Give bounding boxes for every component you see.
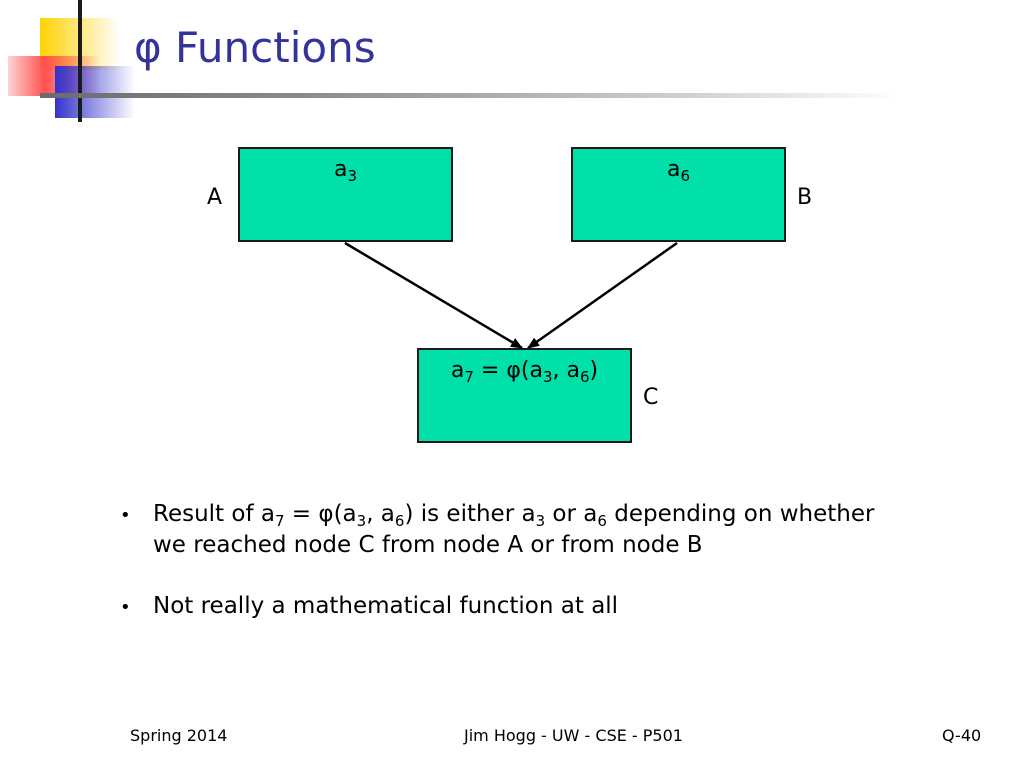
node-a-variable: a3 [333, 157, 358, 185]
footer-author: Jim Hogg - UW - CSE - P501 [464, 726, 683, 745]
node-a-label: A [207, 185, 223, 210]
arrow-a-to-c [344, 241, 523, 350]
bullet-2-text: Not really a mathematical function at al… [153, 593, 619, 619]
bullet-marker: • [120, 505, 131, 526]
node-c-box: a7 = φ(a3, a6) [417, 348, 632, 443]
bullet-marker: • [120, 597, 131, 618]
node-a-box: a3 [238, 147, 453, 242]
slide-title: φ Functions [134, 23, 376, 72]
bullet-1-text: Result of a7 = φ(a3, a6) is either a3 or… [153, 501, 875, 558]
node-b-variable: a6 [666, 157, 691, 185]
node-b-label: B [797, 185, 813, 210]
node-b-box: a6 [571, 147, 786, 242]
node-c-phi-expression: a7 = φ(a3, a6) [450, 358, 599, 386]
slide-logo [8, 0, 140, 122]
arrow-b-to-c [527, 241, 678, 350]
footer-slide-number: Q-40 [942, 726, 982, 745]
footer-date: Spring 2014 [130, 726, 228, 745]
title-divider [40, 93, 900, 98]
node-c-label: C [643, 385, 659, 410]
